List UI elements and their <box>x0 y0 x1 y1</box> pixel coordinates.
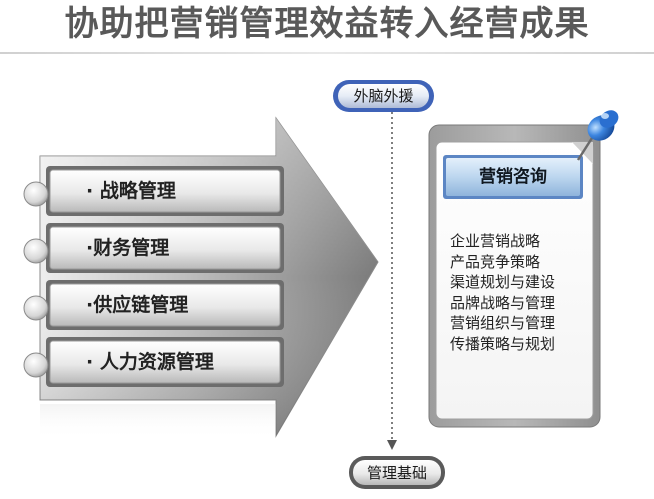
item-knobs <box>23 181 49 378</box>
title-divider <box>0 52 654 54</box>
item-human-resource-management: · 人力资源管理 <box>86 351 214 373</box>
consulting-item: 产品竞争策略 <box>450 252 541 271</box>
item-financial-management: ·财务管理 <box>86 237 170 259</box>
consulting-button-shape <box>443 155 583 199</box>
management-foundation-pill: 管理基础 <box>366 464 427 482</box>
consulting-item: 渠道规划与建设 <box>450 273 556 292</box>
top-pill-shape <box>333 80 434 112</box>
consulting-item: 营销组织与管理 <box>450 314 556 333</box>
push-pin-icon <box>576 110 619 161</box>
item-strategy-management: · 战略管理 <box>86 180 176 202</box>
item-supply-chain-management: ·供应链管理 <box>86 294 189 316</box>
consulting-list: 企业营销战略 产品竞争策略 渠道规划与建设 品牌战略与管理 营销组织与管理 传播… <box>450 231 555 355</box>
consulting-item: 企业营销战略 <box>450 232 541 250</box>
external-support-pill: 外脑外援 <box>353 87 414 105</box>
item-bars <box>46 166 284 387</box>
consulting-item: 品牌战略与管理 <box>450 293 556 312</box>
bottom-pill-shape <box>349 456 445 489</box>
consulting-panel-shape <box>428 124 601 428</box>
dotted-connector <box>387 112 397 450</box>
marketing-consulting-title: 营销咨询 <box>479 167 547 187</box>
page-title: 协助把营销管理效益转入经营成果 <box>64 4 590 44</box>
consulting-item: 传播策略与规划 <box>450 334 556 353</box>
